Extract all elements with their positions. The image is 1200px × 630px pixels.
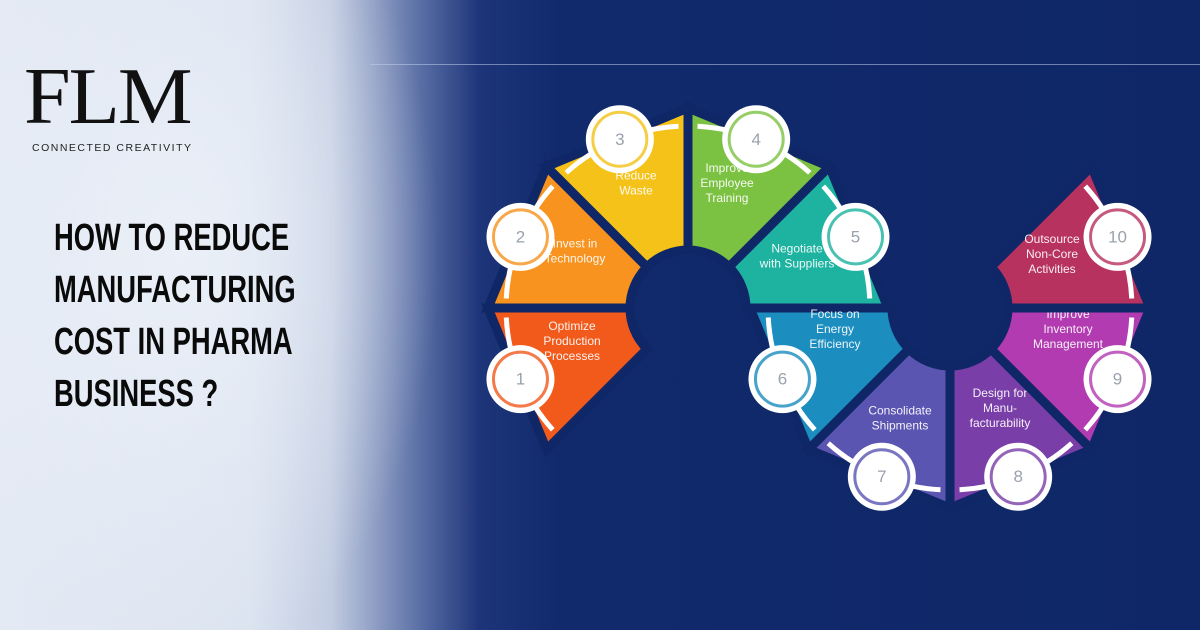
logo-mark: FLM [24,53,193,141]
headline-line: MANUFACTURING [54,269,296,311]
step-number: 8 [1013,467,1022,486]
step-badge-ring [989,448,1047,506]
step-badge-ring [727,110,785,168]
step-badge-ring [491,208,549,266]
step-number: 4 [751,130,760,149]
step-segment [743,303,916,458]
divider-line [370,64,1200,65]
headline-line: COST IN PHARMA [54,321,293,363]
headline-line: BUSINESS ? [54,373,219,415]
step-badge-ring [491,350,549,408]
step-badge-ring [1089,208,1147,266]
step-number: 5 [851,227,860,246]
logo-tagline: CONNECTED CREATIVITY [32,142,193,154]
step-number: 3 [615,130,624,149]
step-badge-ring [753,350,811,408]
step-number: 6 [778,370,787,389]
logo: FLM CONNECTED CREATIVITY [24,57,193,154]
step-segment [984,303,1157,458]
step-number: 10 [1108,227,1127,246]
step-badge-ring [853,448,911,506]
step-number: 9 [1113,370,1122,389]
step-badge-ring [1089,350,1147,408]
step-badge-ring [827,208,885,266]
headline: HOW TO REDUCE MANUFACTURING COST IN PHAR… [54,212,296,420]
step-number: 1 [516,370,525,389]
step-number: 2 [516,227,525,246]
step-badge-ring [591,110,649,168]
step-segment [984,158,1157,313]
step-number: 7 [877,467,886,486]
headline-line: HOW TO REDUCE [54,217,290,259]
